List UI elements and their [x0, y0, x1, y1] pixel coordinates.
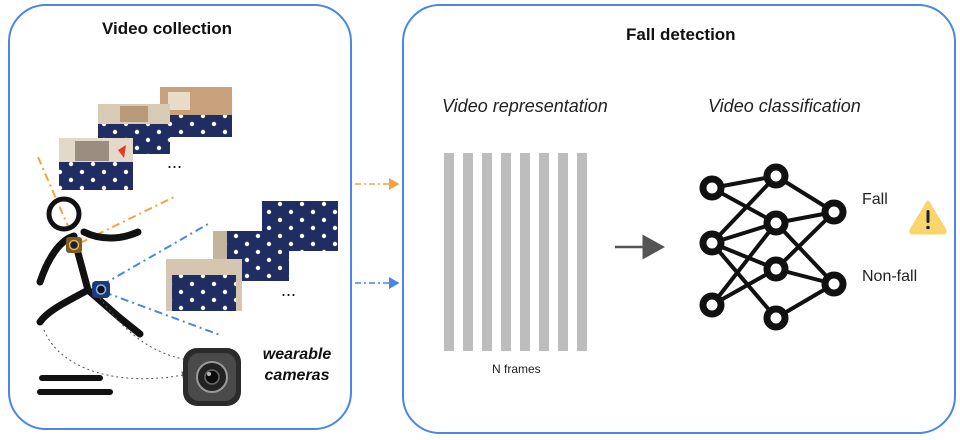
- wearable-camera-device-icon: [183, 348, 241, 406]
- network-node: [699, 175, 725, 201]
- frame-bar: [501, 153, 511, 351]
- waist-camera-frames: ...: [166, 201, 338, 311]
- frame-bar: [520, 153, 530, 351]
- frame-bar: [539, 153, 549, 351]
- ellipsis: ...: [281, 280, 296, 300]
- video-collection-title: Video collection: [102, 19, 233, 38]
- frame-bar: [463, 153, 473, 351]
- motion-trail: [43, 329, 189, 380]
- frame-bar: [444, 153, 454, 351]
- network-node: [821, 199, 847, 225]
- frame-bar: [558, 153, 568, 351]
- class-label-non-fall: Non-fall: [862, 268, 918, 285]
- chest-camera-icon: [66, 237, 82, 253]
- network-node: [763, 210, 789, 236]
- network-edges: [710, 174, 836, 320]
- network-node: [763, 305, 789, 331]
- warning-icon: [909, 200, 947, 235]
- fall-detection-title: Fall detection: [626, 25, 736, 44]
- falling-person-figure: [36, 196, 144, 338]
- video-frame: [166, 259, 242, 311]
- wearable-cameras-caption: wearable cameras: [262, 346, 332, 384]
- ellipsis: ...: [167, 152, 182, 172]
- network-nodes: [699, 163, 847, 331]
- video-classification-label: Video classification: [708, 96, 861, 116]
- n-frames-label: N frames: [492, 362, 541, 376]
- motion-trail: [99, 297, 191, 361]
- waist-camera-icon: [92, 281, 110, 298]
- video-frame: [160, 87, 232, 137]
- network-node: [699, 230, 725, 256]
- waist-camera-view-line: [101, 223, 209, 286]
- frame-bar: [482, 153, 492, 351]
- video-representation-label: Video representation: [442, 96, 608, 116]
- video-frame: [59, 138, 133, 190]
- class-label-fall: Fall: [862, 191, 888, 208]
- network-node: [821, 271, 847, 297]
- network-node: [763, 256, 789, 282]
- network-node: [699, 292, 725, 318]
- frame-bar: [577, 153, 587, 351]
- network-node: [763, 163, 789, 189]
- waist-camera-view-line: [103, 291, 221, 336]
- chest-camera-frames: ...: [59, 87, 232, 190]
- fall-detection-panel: [402, 4, 956, 434]
